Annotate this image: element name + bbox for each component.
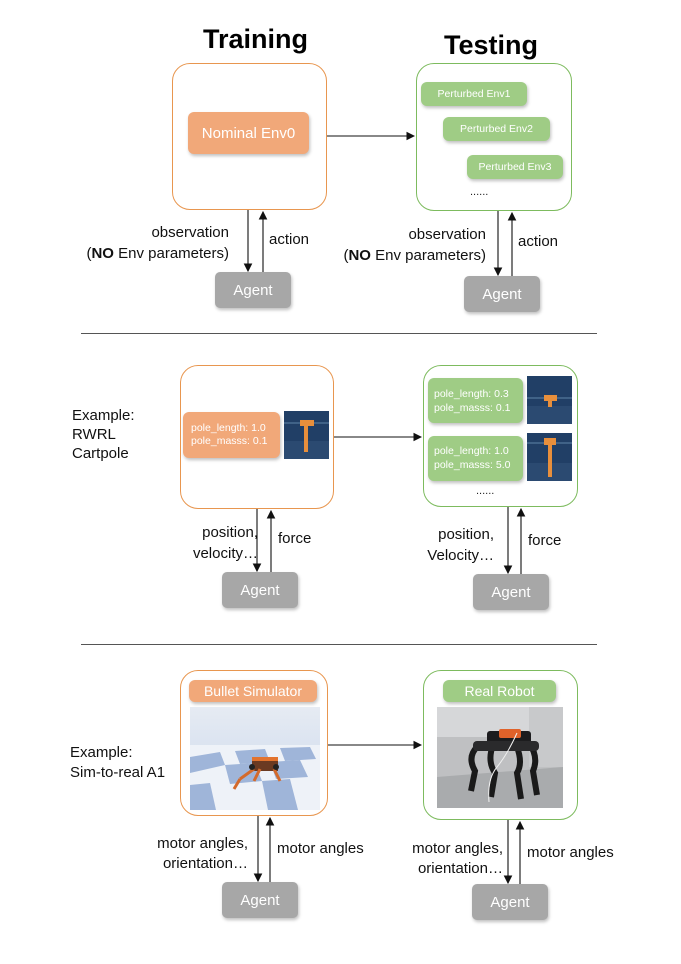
param-text: pole_length: 1.0 (434, 445, 509, 457)
robot-photo (437, 707, 563, 808)
section-divider (81, 644, 597, 645)
observation-label: motor angles, (157, 835, 248, 852)
agent-box: Agent (215, 272, 291, 308)
example-label: Sim-to-real A1 (70, 764, 166, 781)
observation-label: position, (202, 524, 258, 541)
perturbed-env-box: Perturbed Env1 (421, 82, 527, 106)
cartpole-image (284, 411, 329, 459)
action-label: force (278, 530, 312, 547)
observation-label: motor angles, (412, 840, 503, 857)
observation-sublabel: (NO Env parameters) (86, 245, 229, 262)
example-label: RWRL (72, 426, 116, 443)
param-box (428, 378, 523, 423)
action-label: motor angles (277, 840, 364, 857)
observation-sublabel: (NO Env parameters) (343, 247, 486, 264)
agent-box: Agent (473, 574, 549, 610)
perturbed-env-box: Perturbed Env2 (443, 117, 550, 141)
agent-box: Agent (464, 276, 540, 312)
ellipsis: ...... (476, 485, 495, 497)
testing-heading: Testing (444, 30, 538, 60)
param-text: pole_masss: 5.0 (434, 459, 511, 471)
param-box (428, 436, 523, 481)
ellipsis: ...... (470, 186, 489, 198)
example-label: Example: (70, 744, 133, 761)
observation-label: position, (438, 526, 494, 543)
action-label: force (528, 532, 562, 549)
action-label: action (269, 231, 310, 248)
example-label: Cartpole (72, 445, 129, 462)
section-divider (81, 333, 597, 334)
observation-label: orientation… (162, 855, 248, 872)
param-text: pole_masss: 0.1 (191, 435, 268, 447)
real-robot-label: Real Robot (443, 680, 556, 702)
simulator-label: Bullet Simulator (189, 680, 317, 702)
nominal-env-box: Nominal Env0 (188, 112, 309, 154)
agent-box: Agent (222, 882, 298, 918)
param-text: pole_masss: 0.1 (434, 402, 511, 414)
agent-box: Agent (472, 884, 548, 920)
action-label: action (518, 233, 559, 250)
param-box (183, 412, 280, 458)
action-label: motor angles (527, 844, 614, 861)
simulator-image (190, 707, 320, 810)
observation-label: Velocity… (427, 547, 494, 564)
training-heading: Training (203, 24, 309, 54)
agent-box: Agent (222, 572, 298, 608)
param-text: pole_length: 0.3 (434, 388, 509, 400)
observation-label: observation (408, 226, 486, 243)
param-text: pole_length: 1.0 (191, 422, 266, 434)
perturbed-env-box: Perturbed Env3 (467, 155, 563, 179)
cartpole-image (527, 433, 572, 481)
observation-label: velocity… (192, 545, 258, 562)
observation-label: observation (151, 224, 229, 241)
example-label: Example: (72, 407, 135, 424)
cartpole-image (527, 376, 572, 424)
observation-label: orientation… (417, 860, 503, 877)
